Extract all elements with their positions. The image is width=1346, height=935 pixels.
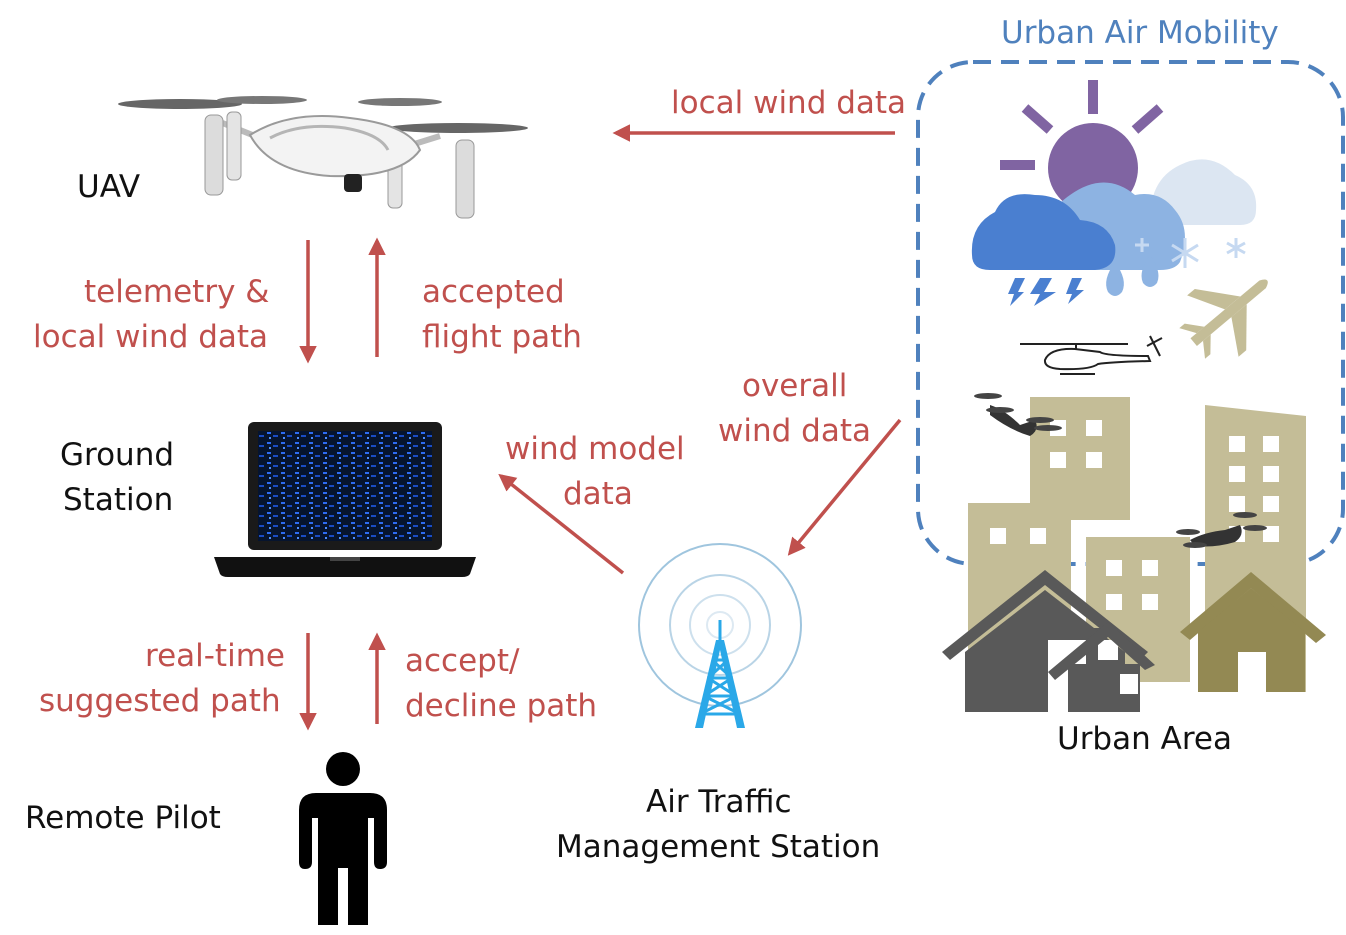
accept-decline-label-line2: decline path bbox=[405, 688, 598, 724]
remote-pilot-label: Remote Pilot bbox=[25, 800, 221, 836]
urban-air-mobility-label: Urban Air Mobility bbox=[1001, 15, 1279, 51]
wind-model-data-label-line2: data bbox=[563, 476, 633, 512]
accepted-flight-path-label-line1: accepted bbox=[422, 274, 565, 310]
raindrop-icon bbox=[1106, 255, 1159, 296]
telemetry-label-line2: local wind data bbox=[33, 319, 269, 355]
house-icon bbox=[942, 570, 1155, 712]
radio-tower-icon bbox=[638, 543, 802, 728]
laptop-icon bbox=[214, 422, 476, 577]
atm-station-label-line2: Management Station bbox=[556, 829, 881, 865]
uav-label: UAV bbox=[77, 169, 141, 205]
atm-station-label-line1: Air Traffic bbox=[646, 784, 792, 820]
urban-area-label: Urban Area bbox=[1057, 721, 1232, 757]
cloud-icon bbox=[971, 159, 1257, 270]
house-icon bbox=[1180, 572, 1326, 692]
lightning-icon bbox=[1008, 278, 1084, 306]
drone-icon bbox=[1176, 512, 1267, 548]
person-icon bbox=[299, 752, 387, 925]
overall-wind-data-label-line1: overall bbox=[742, 368, 848, 404]
ground-station-label-line2: Station bbox=[63, 482, 174, 518]
accept-decline-label-line1: accept/ bbox=[405, 643, 520, 679]
ground-station-label-line1: Ground bbox=[60, 437, 175, 473]
wind-model-data-label-line1: wind model bbox=[505, 431, 685, 467]
arrow-overall-wind-to-atm bbox=[787, 418, 902, 556]
snowflake-icon bbox=[1135, 238, 1246, 268]
local-wind-data-label: local wind data bbox=[671, 85, 907, 121]
helicopter-icon bbox=[1020, 335, 1163, 375]
quadcopter-uav-icon bbox=[118, 96, 528, 219]
drone-icon bbox=[974, 393, 1062, 436]
suggested-path-label-line1: real-time bbox=[145, 638, 285, 674]
arrow-atm-to-ground-station bbox=[498, 473, 625, 575]
overall-wind-data-label-line2: wind data bbox=[718, 413, 871, 449]
telemetry-label-line1: telemetry & bbox=[84, 274, 270, 310]
airplane-icon bbox=[1179, 279, 1268, 359]
suggested-path-label-line2: suggested path bbox=[39, 683, 281, 719]
accepted-flight-path-label-line2: flight path bbox=[422, 319, 582, 355]
